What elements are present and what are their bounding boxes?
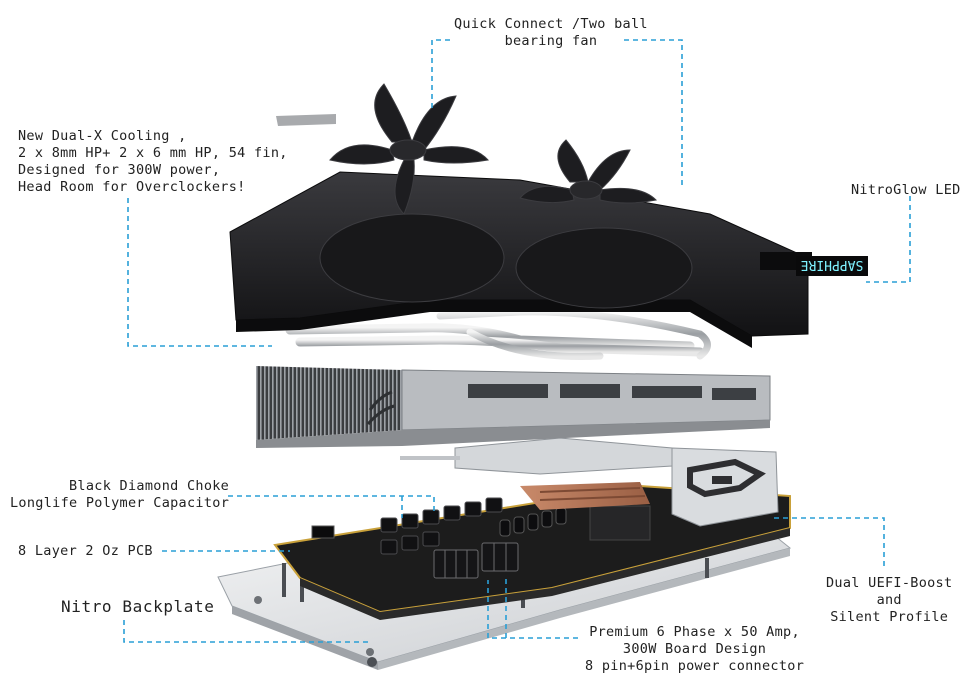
io-bracket [671,447,779,527]
leader-led [866,196,911,283]
leader-fan-left [431,39,452,108]
label-power-line3: 8 pin+6pin power connector [585,658,805,674]
label-choke-line2: Longlife Polymer Capacitor [10,495,230,511]
leader-backplate [123,620,368,643]
led-logo-text: SAPPHIRE [801,257,864,272]
label-cooling-line2: 2 x 8mm HP+ 2 x 6 mm HP, 54 fin, [18,145,288,161]
label-uefi-line3: Silent Profile [830,609,949,625]
label-fan-line1: Quick Connect /Two ball [454,16,648,32]
label-choke-line1: Black Diamond Choke [68,478,230,494]
label-uefi-line1: Dual UEFI-Boost [826,575,953,591]
label-power-line1: Premium 6 Phase x 50 Amp, [589,624,800,640]
leader-fan-right [624,39,683,186]
fan-shroud [229,114,812,348]
label-power-line2: 300W Board Design [622,641,767,657]
leader-choke [228,495,435,514]
power-connectors [433,542,519,579]
label-backplate-line1: Nitro Backplate [61,597,215,616]
leader-lines [123,39,911,643]
leader-power [487,580,578,639]
gpu-chip [589,505,651,541]
label-power: Premium 6 Phase x 50 Amp, 300W Board Des… [585,624,804,675]
label-pcb-line1: 8 Layer 2 Oz PCB [18,543,153,559]
label-led-line1: NitroGlow LED [851,182,961,198]
label-cooling: New Dual-X Cooling , 2 x 8mm HP+ 2 x 6 m… [18,128,288,196]
label-fan: Quick Connect /Two ball bearing fan [454,16,648,50]
label-uefi: Dual UEFI-Boost and Silent Profile [826,575,952,626]
leader-cooling [127,198,272,347]
middle-frame [400,437,673,510]
small-connector [311,525,335,539]
capacitors [499,507,567,537]
label-led: NitroGlow LED [851,182,961,199]
heatsink-fins [256,366,402,440]
label-cooling-line3: Designed for 300W power, [18,162,221,178]
label-pcb: 8 Layer 2 Oz PCB [18,543,153,560]
label-uefi-line2: and [876,592,902,608]
chokes [380,497,503,555]
heat-pipes [285,308,711,360]
label-cooling-line1: New Dual-X Cooling , [18,128,187,144]
fan-right [519,139,658,204]
fan-left [329,83,489,215]
pcb-board [273,484,791,620]
label-cooling-line4: Head Room for Overclockers! [18,179,246,195]
heatsink [256,366,771,448]
label-choke: Black Diamond Choke Longlife Polymer Cap… [10,478,229,512]
label-fan-line2: bearing fan [504,33,598,49]
label-backplate: Nitro Backplate [61,598,215,615]
leader-uefi [772,517,885,566]
nitroglow-led: SAPPHIRE [796,256,868,276]
